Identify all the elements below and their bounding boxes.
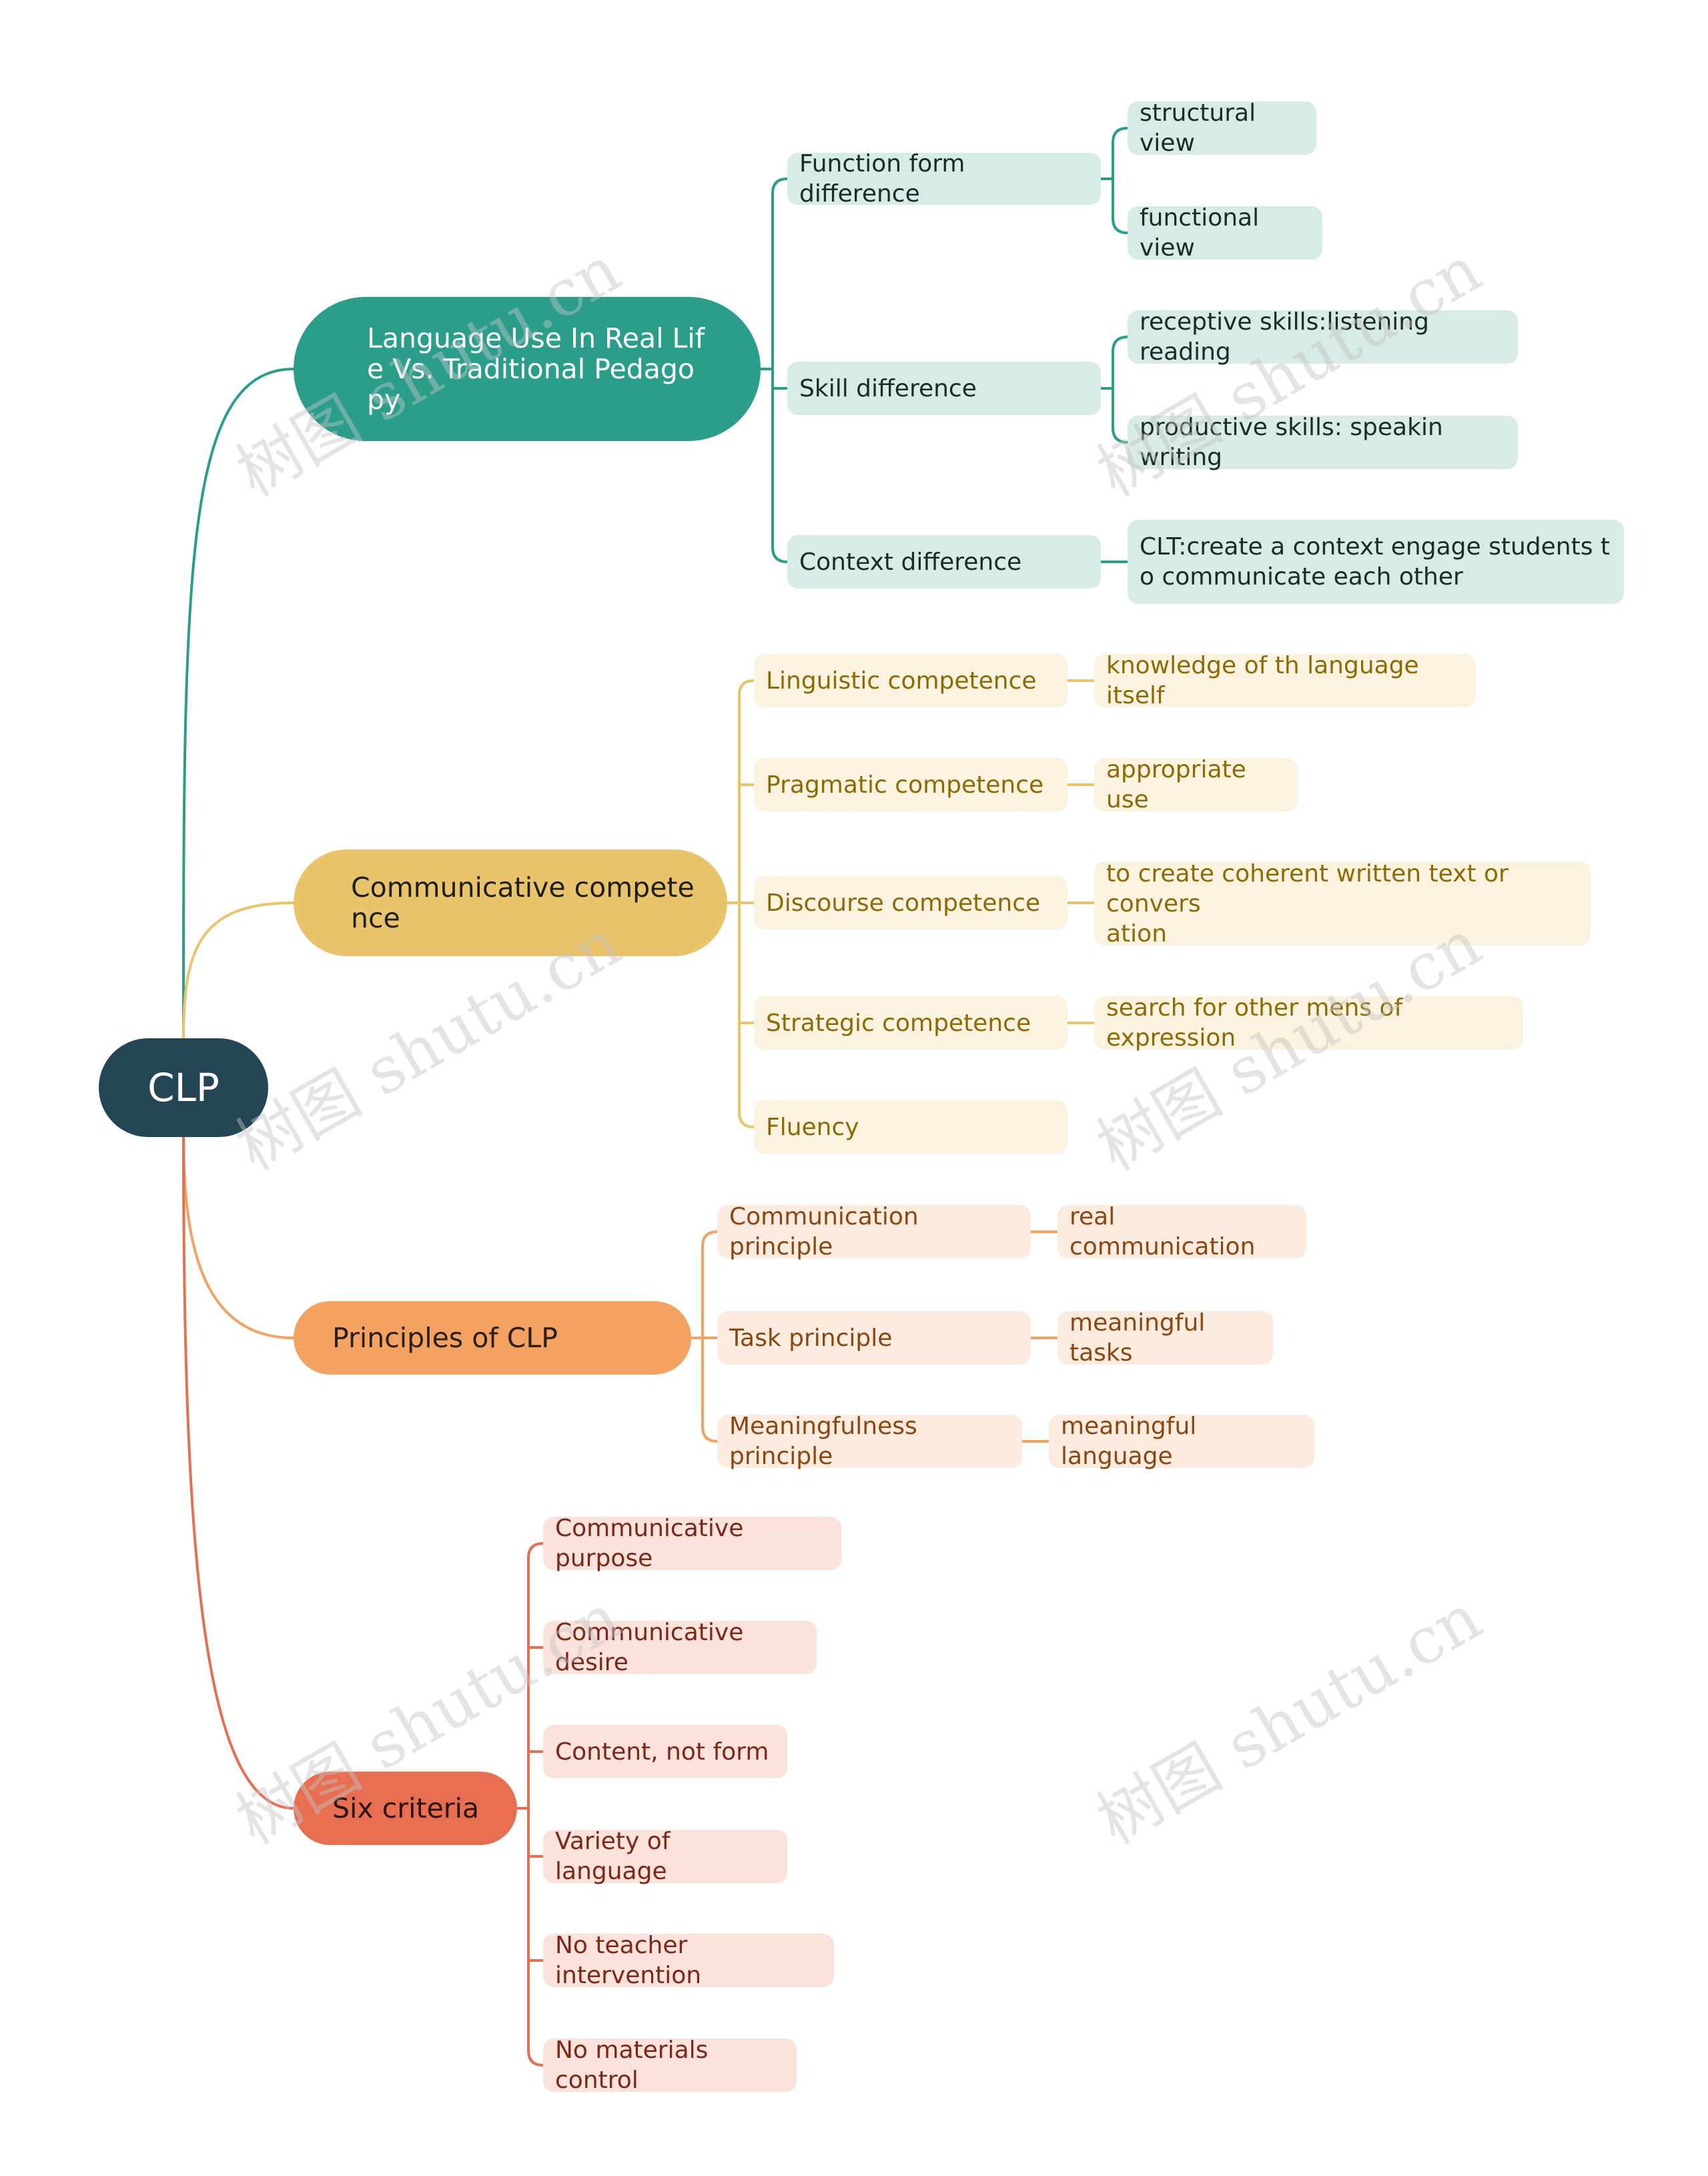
- link-function-functional: [1112, 179, 1128, 234]
- node-content-not-form[interactable]: Content, not form: [543, 1725, 787, 1778]
- link-criteria-desire: [527, 1646, 543, 1808]
- link-criteria-content: [527, 1750, 543, 1808]
- link-language-function: [771, 177, 788, 369]
- node-functional-view[interactable]: functional view: [1128, 204, 1322, 262]
- link-language-skill: [771, 369, 787, 390]
- link-root-communicative: [182, 901, 294, 1039]
- node-no-materials-control[interactable]: No materials control: [543, 2037, 797, 2094]
- branch-language-use[interactable]: Language Use In Real Lif e Vs. Tradition…: [294, 297, 761, 441]
- link-criteria-variety: [527, 1808, 543, 1858]
- node-coherent-text[interactable]: to create coherent written text or conve…: [1094, 860, 1591, 948]
- link-communicative-strategic: [738, 903, 754, 1024]
- link-principles-meaningfulness: [701, 1338, 718, 1443]
- node-fluency[interactable]: Fluency: [754, 1100, 1068, 1154]
- root-node[interactable]: CLP: [99, 1038, 268, 1137]
- node-linguistic-competence[interactable]: Linguistic competence: [754, 654, 1068, 707]
- node-appropriate-use[interactable]: appropriate use: [1094, 756, 1298, 813]
- node-meaningful-language[interactable]: meaningful language: [1049, 1413, 1314, 1470]
- link-language-context: [771, 369, 788, 563]
- node-productive-skills[interactable]: productive skills: speakin writing: [1128, 414, 1518, 471]
- link-root-language: [182, 368, 294, 1039]
- link-criteria-teacher: [527, 1808, 543, 1962]
- branch-six-criteria[interactable]: Six criteria: [294, 1772, 517, 1845]
- branch-principles-of-clp[interactable]: Principles of CLP: [294, 1301, 691, 1375]
- node-strategic-competence[interactable]: Strategic competence: [754, 996, 1068, 1050]
- link-function-structural: [1112, 127, 1128, 179]
- node-variety-of-language[interactable]: Variety of language: [543, 1828, 787, 1885]
- node-function-form-difference[interactable]: Function form difference: [787, 150, 1101, 208]
- node-knowledge-of-language[interactable]: knowledge of th language itself: [1094, 652, 1476, 709]
- node-communication-principle[interactable]: Communication principle: [717, 1203, 1031, 1260]
- node-meaningfulness-principle[interactable]: Meaningfulness principle: [717, 1413, 1022, 1470]
- link-communicative-fluency: [738, 903, 755, 1128]
- node-meaningful-tasks[interactable]: meaningful tasks: [1057, 1309, 1273, 1367]
- node-discourse-competence[interactable]: Discourse competence: [754, 876, 1068, 930]
- link-principles-communication: [701, 1230, 718, 1338]
- node-search-expression[interactable]: search for other mens of expression: [1094, 994, 1523, 1052]
- node-context-difference[interactable]: Context difference: [787, 535, 1101, 589]
- link-communicative-pragmatic: [738, 783, 754, 903]
- node-pragmatic-competence[interactable]: Pragmatic competence: [754, 758, 1068, 811]
- node-clt-context[interactable]: CLT:create a context engage students t o…: [1128, 520, 1624, 604]
- link-criteria-materials: [527, 1808, 544, 2067]
- node-skill-difference[interactable]: Skill difference: [787, 362, 1101, 415]
- branch-communicative-competence[interactable]: Communicative compete nce: [294, 849, 727, 956]
- node-structural-view[interactable]: structural view: [1128, 99, 1316, 157]
- node-task-principle[interactable]: Task principle: [717, 1311, 1031, 1365]
- node-real-communication[interactable]: real communication: [1057, 1203, 1306, 1260]
- link-criteria-purpose: [527, 1542, 544, 1808]
- link-communicative-linguistic: [738, 679, 755, 903]
- node-receptive-skills[interactable]: receptive skills:listening reading: [1128, 308, 1518, 366]
- link-root-criteria: [182, 1136, 294, 1810]
- link-skill-receptive: [1112, 336, 1128, 388]
- link-skill-productive: [1112, 388, 1128, 444]
- node-communicative-purpose[interactable]: Communicative purpose: [543, 1515, 841, 1572]
- link-root-principles: [182, 1136, 294, 1339]
- node-communicative-desire[interactable]: Communicative desire: [543, 1619, 817, 1676]
- node-no-teacher-intervention[interactable]: No teacher intervention: [543, 1932, 834, 1989]
